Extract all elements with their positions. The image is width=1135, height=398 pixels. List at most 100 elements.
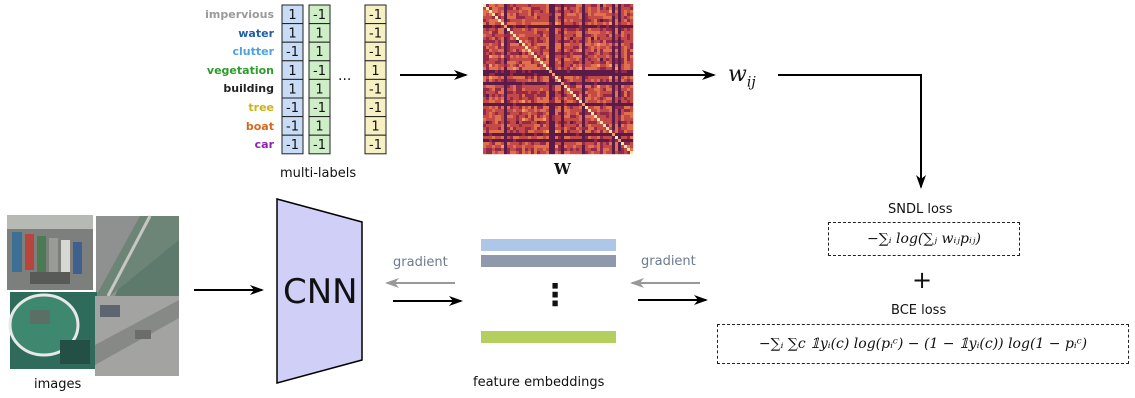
heatmap-cell	[546, 115, 550, 119]
heatmap-cell	[582, 28, 586, 32]
heatmap-cell	[588, 67, 592, 71]
heatmap-cell	[531, 40, 535, 44]
heatmap-cell	[567, 97, 571, 101]
heatmap-cell	[534, 31, 538, 35]
heatmap-cell	[582, 136, 586, 140]
heatmap-cell	[558, 109, 562, 113]
heatmap-cell	[558, 103, 562, 107]
heatmap-cell	[591, 43, 595, 47]
heatmap-cell	[612, 97, 616, 101]
heatmap-cell	[522, 43, 526, 47]
heatmap-cell	[612, 100, 616, 104]
heatmap-cell	[582, 40, 586, 44]
heatmap-cell	[537, 82, 541, 86]
heatmap-cell	[600, 13, 604, 17]
image-tile-1	[7, 215, 93, 290]
heatmap-cell	[489, 76, 493, 80]
heatmap-cell	[534, 109, 538, 113]
heatmap-cell	[564, 82, 568, 86]
heatmap-cell	[486, 58, 490, 62]
heatmap-cell	[492, 31, 496, 35]
heatmap-cell	[483, 25, 487, 29]
heatmap-cell	[609, 25, 613, 29]
heatmap-cell	[591, 37, 595, 41]
heatmap-cell	[576, 127, 580, 131]
heatmap-cell	[612, 85, 616, 89]
heatmap-cell	[540, 67, 544, 71]
heatmap-cell	[576, 40, 580, 44]
heatmap-cell	[630, 88, 634, 92]
heatmap-cell	[507, 112, 511, 116]
heatmap-cell	[573, 25, 577, 29]
heatmap-cell	[531, 49, 535, 53]
heatmap-cell	[594, 52, 598, 56]
heatmap-cell	[567, 10, 571, 14]
heatmap-cell	[522, 121, 526, 125]
heatmap-cell	[618, 55, 622, 59]
heatmap-cell	[606, 40, 610, 44]
heatmap-cell	[618, 100, 622, 104]
heatmap-cell	[588, 112, 592, 116]
heatmap-cell	[594, 61, 598, 65]
heatmap-cell	[546, 37, 550, 41]
heatmap-cell	[525, 16, 529, 20]
heatmap-cell	[564, 58, 568, 62]
heatmap-cell	[609, 10, 613, 14]
heatmap-cell	[549, 25, 553, 29]
heatmap-cell	[531, 97, 535, 101]
heatmap-cell	[489, 58, 493, 62]
heatmap-cell	[579, 97, 583, 101]
heatmap-cell	[546, 28, 550, 32]
heatmap-cell	[519, 4, 523, 8]
heatmap-cell	[525, 49, 529, 53]
heatmap-cell	[609, 100, 613, 104]
heatmap-cell	[585, 46, 589, 50]
heatmap-cell	[588, 73, 592, 77]
heatmap-cell	[630, 151, 634, 155]
heatmap-cell	[492, 4, 496, 8]
heatmap-cell	[483, 82, 487, 86]
heatmap-cell	[558, 121, 562, 125]
heatmap-cell	[558, 112, 562, 116]
heatmap-cell	[492, 58, 496, 62]
heatmap-cell	[582, 43, 586, 47]
heatmap-cell	[534, 76, 538, 80]
heatmap-cell	[552, 106, 556, 110]
heatmap-cell	[537, 55, 541, 59]
heatmap-cell	[531, 43, 535, 47]
embedding-bar-3	[481, 331, 616, 343]
heatmap-cell	[576, 13, 580, 17]
heatmap-cell	[537, 76, 541, 80]
heatmap-cell	[603, 118, 607, 122]
heatmap-cell	[540, 97, 544, 101]
heatmap-cell	[495, 133, 499, 137]
heatmap-cell	[558, 142, 562, 146]
heatmap-cell	[552, 40, 556, 44]
heatmap-cell	[522, 118, 526, 122]
heatmap-cell	[588, 34, 592, 38]
heatmap-cell	[603, 16, 607, 20]
heatmap-cell	[573, 4, 577, 8]
heatmap-cell	[519, 73, 523, 77]
heatmap-cell	[600, 4, 604, 8]
heatmap-cell	[525, 127, 529, 131]
heatmap-cell	[492, 103, 496, 107]
heatmap-cell	[552, 109, 556, 113]
heatmap-cell	[558, 139, 562, 143]
heatmap-cell	[570, 34, 574, 38]
heatmap-cell	[504, 118, 508, 122]
heatmap-cell	[525, 31, 529, 35]
heatmap-cell	[543, 88, 547, 92]
heatmap-cell	[579, 124, 583, 128]
heatmap-cell	[615, 37, 619, 41]
heatmap-cell	[543, 46, 547, 50]
heatmap-cell	[570, 49, 574, 53]
heatmap-cell	[630, 55, 634, 59]
heatmap-cell	[621, 4, 625, 8]
heatmap-cell	[549, 85, 553, 89]
heatmap-cell	[501, 19, 505, 23]
heatmap-cell	[486, 115, 490, 119]
heatmap-cell	[603, 94, 607, 98]
heatmap-cell	[588, 22, 592, 26]
heatmap-cell	[606, 13, 610, 17]
